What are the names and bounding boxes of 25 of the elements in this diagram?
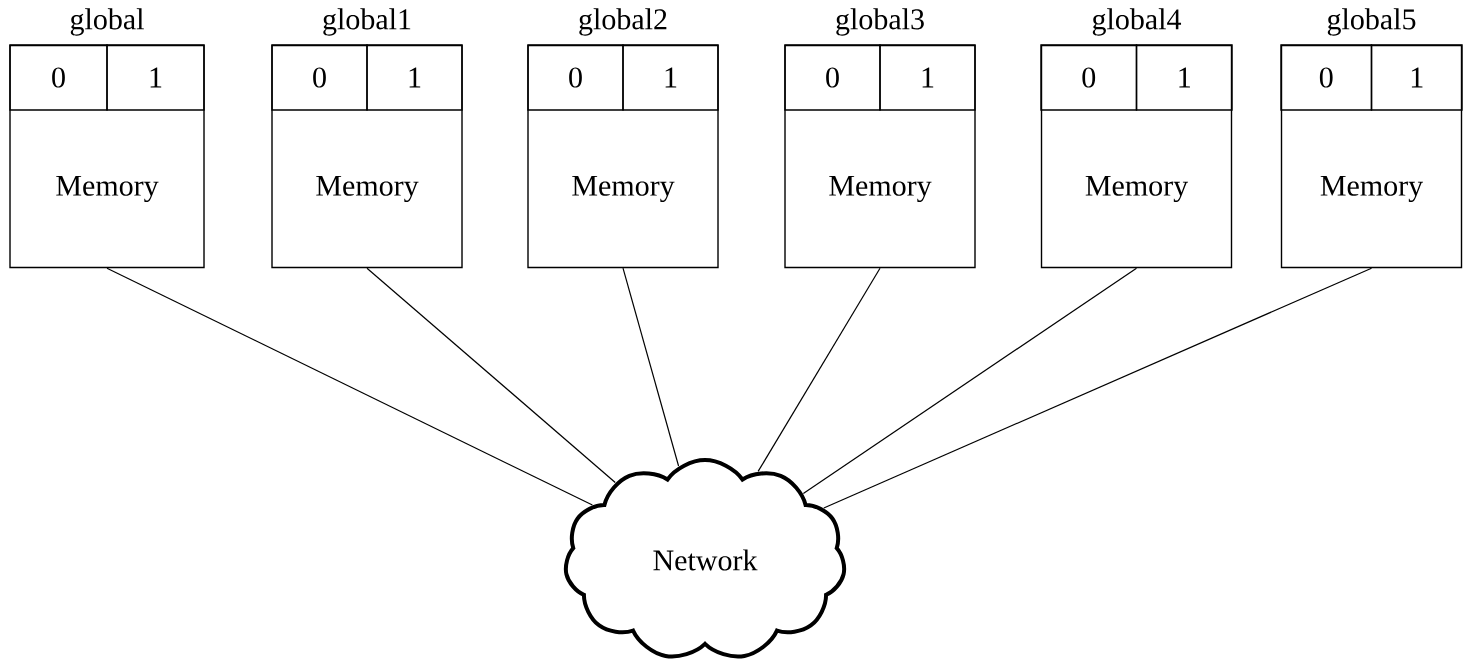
memory-cell: 1 xyxy=(879,44,976,111)
connector-line xyxy=(106,267,593,506)
box-heading: global2 xyxy=(579,8,667,36)
memory-cell: 0 xyxy=(9,44,108,111)
connector-line xyxy=(802,267,1138,495)
box-heading: global3 xyxy=(836,8,924,36)
memory-cell: 0 xyxy=(271,44,368,111)
connector-line xyxy=(622,267,680,467)
connector-line xyxy=(757,267,881,472)
box-heading: global4 xyxy=(1092,8,1182,36)
memory-cell: 1 xyxy=(1135,44,1233,111)
memory-cell: 0 xyxy=(527,44,624,111)
box-heading: global xyxy=(70,8,144,36)
box-heading: global1 xyxy=(323,8,411,36)
memory-cell: 1 xyxy=(366,44,463,111)
box-heading: global5 xyxy=(1327,8,1416,36)
connector-line xyxy=(366,267,616,484)
memory-cell: 1 xyxy=(1370,44,1463,111)
connector-line xyxy=(823,267,1373,509)
memory-cell: 0 xyxy=(784,44,881,111)
memory-cell: 0 xyxy=(1040,44,1138,111)
network-cloud: Network xyxy=(563,458,847,659)
memory-cell: 1 xyxy=(622,44,719,111)
memory-cell: 0 xyxy=(1280,44,1373,111)
memory-cell: 1 xyxy=(106,44,205,111)
